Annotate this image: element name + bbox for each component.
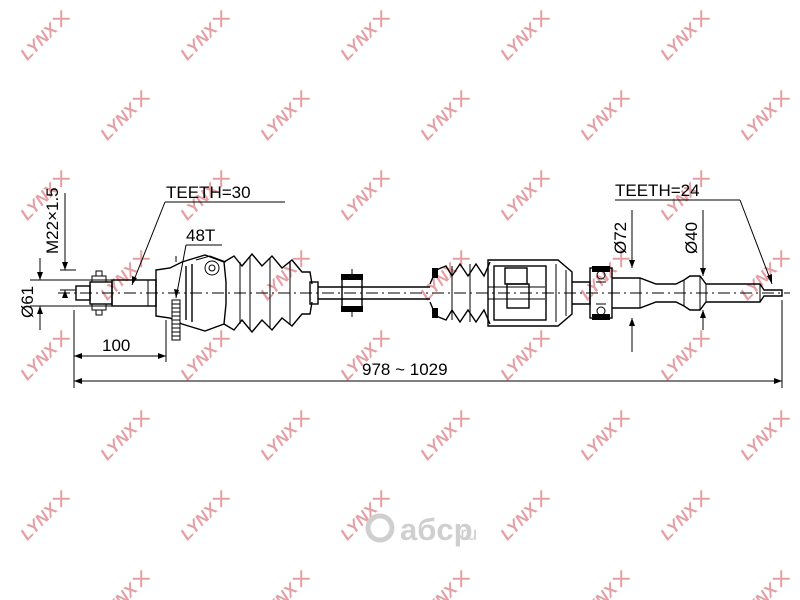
lynx-watermark: LYNX [737, 570, 790, 600]
lynx-watermark: LYNX [657, 10, 710, 64]
lynx-watermark: LYNX [337, 10, 390, 64]
svg-text:LYNX: LYNX [657, 498, 703, 544]
lynx-watermark: LYNX [497, 170, 550, 224]
total-length-label: 978 ~ 1029 [362, 360, 448, 379]
svg-text:LYNX: LYNX [417, 258, 463, 304]
outer-teeth-label: TEETH=30 [166, 183, 251, 202]
lynx-watermark: LYNX [257, 570, 310, 600]
svg-text:LYNX: LYNX [177, 498, 223, 544]
svg-text:LYNX: LYNX [97, 258, 143, 304]
outer-cv-boot [223, 252, 319, 334]
lynx-watermark: LYNX [177, 10, 230, 64]
svg-text:LYNX: LYNX [417, 418, 463, 464]
inner-teeth-label: TEETH=24 [615, 181, 700, 200]
lynx-watermark: LYNX [177, 330, 230, 384]
dimension-lines [30, 193, 783, 388]
bearing-diameter-label: Ø72 [611, 222, 630, 254]
svg-text:LYNX: LYNX [577, 418, 623, 464]
lynx-watermark: LYNX [97, 570, 150, 600]
svg-text:LYNX: LYNX [737, 418, 783, 464]
svg-text:LYNX: LYNX [177, 18, 223, 64]
abs-ring-teeth-label: 48T [186, 226, 215, 245]
bearing-section [572, 266, 783, 320]
svg-text:LYNX: LYNX [497, 18, 543, 64]
svg-text:LYNX: LYNX [17, 338, 63, 384]
svg-text:LYNX: LYNX [257, 98, 303, 144]
lynx-watermark: LYNX [337, 170, 390, 224]
lynx-watermark: LYNX [497, 10, 550, 64]
lynx-watermark: LYNX [657, 490, 710, 544]
svg-text:LYNX: LYNX [657, 338, 703, 384]
svg-text:LYNX: LYNX [577, 258, 623, 304]
svg-text:LYNX: LYNX [737, 578, 783, 600]
svg-text:LYNX: LYNX [337, 18, 383, 64]
lynx-watermark: LYNX [417, 570, 470, 600]
shaft-diameter-label: Ø40 [682, 222, 701, 254]
svg-text:LYNX: LYNX [497, 338, 543, 384]
svg-text:LYNX: LYNX [577, 578, 623, 600]
svg-text:LYNX: LYNX [417, 578, 463, 600]
lynx-watermark: LYNX [177, 490, 230, 544]
svg-text:LYNX: LYNX [737, 98, 783, 144]
svg-text:LYNX: LYNX [417, 98, 463, 144]
lynx-watermark: LYNX [497, 330, 550, 384]
lynx-watermark: LYNX [577, 410, 630, 464]
lynx-watermark: LYNX [577, 570, 630, 600]
lynx-watermark: LYNX [97, 410, 150, 464]
lynx-watermark: LYNX [657, 330, 710, 384]
outer-diameter-label: Ø61 [18, 286, 37, 318]
svg-text:LYNX: LYNX [337, 178, 383, 224]
lynx-watermark: LYNX [417, 410, 470, 464]
svg-text:LYNX: LYNX [97, 578, 143, 600]
lynx-watermark: LYNX [17, 490, 70, 544]
logo-main-text: aбcp [400, 512, 473, 547]
lynx-watermark: LYNX [417, 90, 470, 144]
svg-text:LYNX: LYNX [177, 338, 223, 384]
lynx-watermark: LYNX [417, 250, 470, 304]
lynx-watermark: LYNX [257, 90, 310, 144]
lynx-watermark: LYNX [737, 410, 790, 464]
svg-text:LYNX: LYNX [577, 98, 623, 144]
svg-text:LYNX: LYNX [17, 18, 63, 64]
inner-tripod-joint [487, 259, 573, 327]
inner-cv-boot [429, 261, 491, 325]
lynx-watermark: LYNX [497, 490, 550, 544]
lynx-watermark: LYNX [257, 250, 310, 304]
svg-text:LYNX: LYNX [97, 98, 143, 144]
svg-text:LYNX: LYNX [657, 18, 703, 64]
svg-text:LYNX: LYNX [497, 498, 543, 544]
lynx-watermark: LYNX [97, 90, 150, 144]
abcp-logo: aбcp .ru [365, 512, 477, 547]
svg-text:LYNX: LYNX [257, 578, 303, 600]
thread-size-label: M22×1.5 [43, 187, 62, 254]
main-shaft [318, 269, 430, 317]
outer-length-label: 100 [102, 336, 130, 355]
svg-text:LYNX: LYNX [257, 418, 303, 464]
lynx-watermark: LYNX [257, 410, 310, 464]
svg-text:LYNX: LYNX [17, 498, 63, 544]
outer-cv-joint [155, 254, 227, 341]
svg-text:LYNX: LYNX [97, 418, 143, 464]
lynx-watermark: LYNX [17, 330, 70, 384]
dimension-arrows [37, 260, 782, 384]
lynx-watermark: LYNX [737, 90, 790, 144]
lynx-watermark: LYNX [577, 90, 630, 144]
svg-text:LYNX: LYNX [497, 178, 543, 224]
lynx-watermark: LYNX [17, 10, 70, 64]
logo-domain-suffix: .ru [455, 524, 477, 545]
